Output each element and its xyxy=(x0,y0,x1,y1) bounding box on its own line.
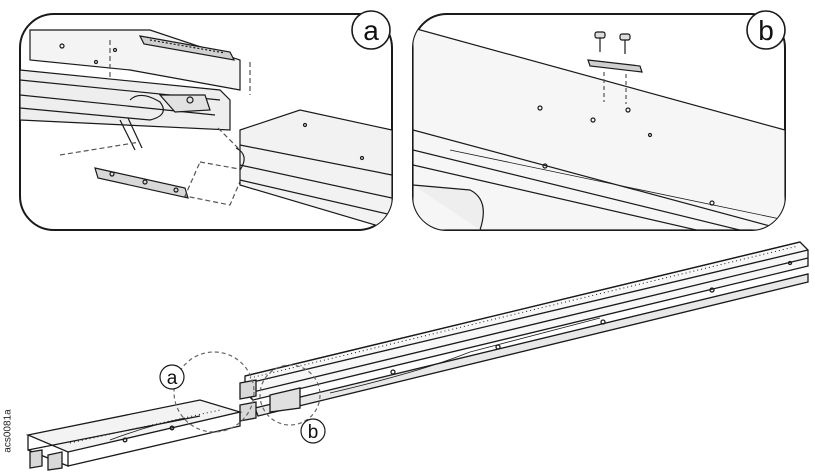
left-rail-section xyxy=(20,69,231,151)
bar-nut xyxy=(587,59,643,73)
callout-b-detail: b xyxy=(758,15,774,46)
alignment-guides-b xyxy=(603,72,627,104)
callout-a-main: a xyxy=(159,364,185,390)
rail-end-b xyxy=(413,184,484,230)
lower-bracket xyxy=(94,167,189,199)
highlight-circle-a xyxy=(173,351,255,433)
short-rail xyxy=(25,399,243,471)
alignment-guides-a xyxy=(59,40,251,206)
upper-bracket xyxy=(138,35,236,61)
detail-panel-a: a xyxy=(19,10,393,231)
svg-text:a: a xyxy=(167,368,178,389)
highlight-circle-b xyxy=(259,364,321,426)
svg-text:b: b xyxy=(308,422,319,443)
long-rail xyxy=(239,241,809,422)
shelf-plate-b xyxy=(413,27,785,230)
right-rail-section xyxy=(235,109,392,230)
callout-b-main: b xyxy=(300,418,326,444)
detail-panel-b: b xyxy=(412,10,786,231)
screw-icon xyxy=(594,31,631,54)
highlight-circles xyxy=(173,351,321,433)
figure-id-label: acs0081a xyxy=(2,409,14,453)
callout-a-detail: a xyxy=(363,15,379,46)
